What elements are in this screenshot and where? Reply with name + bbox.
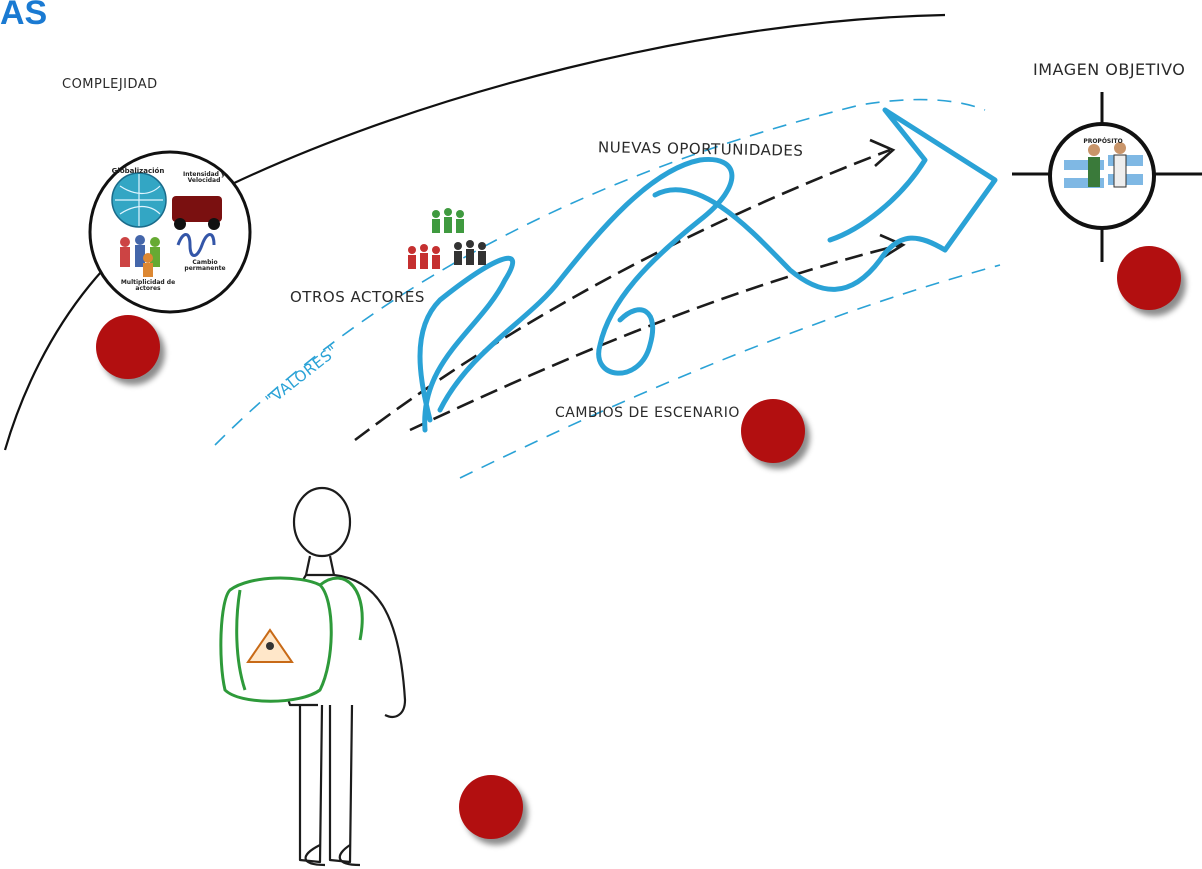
- arrow-head-top: [869, 138, 896, 167]
- corridor-upper: [214, 98, 986, 446]
- path-arrows: [354, 148, 901, 442]
- people-group-icon: [120, 235, 160, 277]
- imagen-objetivo-target: [1012, 92, 1202, 262]
- label-otros-actores: OTROS ACTORES: [290, 288, 425, 306]
- label-target-caption: PROPÓSITO: [1083, 138, 1123, 145]
- label-imagen-objetivo: IMAGEN OBJETIVO: [1033, 60, 1186, 79]
- label-cambios-escenario: CAMBIOS DE ESCENARIO: [555, 405, 740, 421]
- crowd-green-icon: [432, 208, 464, 233]
- horizon-arc: [3, 13, 946, 451]
- hotspot-complejidad[interactable]: [96, 315, 160, 379]
- crowd-red-icon: [408, 244, 440, 269]
- hotspot-caminante[interactable]: [459, 775, 523, 839]
- label-nuevas-oportunidades: NUEVAS OPORTUNIDADES: [597, 138, 804, 160]
- label-cambio: Cambio permanente: [184, 259, 226, 273]
- corridor-lower: [459, 264, 1001, 479]
- complejidad-circle: [88, 150, 252, 314]
- river-of-change: [417, 107, 998, 433]
- page-title-fragment: AS: [0, 0, 48, 32]
- crowd-black-icon: [454, 240, 486, 265]
- race-car-icon: [172, 196, 222, 222]
- walker-figure: [282, 486, 407, 867]
- backpack-triangle-icon: [246, 628, 294, 663]
- spring-icon: [176, 233, 216, 257]
- label-globalizacion: Globalización: [111, 167, 165, 175]
- hotspot-cambios-escenario[interactable]: [741, 399, 805, 463]
- label-intensidad: Intensidad y Velocidad: [183, 171, 225, 185]
- backpack-icon: [219, 576, 364, 703]
- label-complejidad: COMPLEJIDAD: [62, 77, 158, 92]
- label-multiplicidad: Multiplicidad de actores: [120, 279, 176, 293]
- hotspot-imagen-objetivo[interactable]: [1117, 246, 1181, 310]
- arrow-head-bottom: [879, 233, 906, 260]
